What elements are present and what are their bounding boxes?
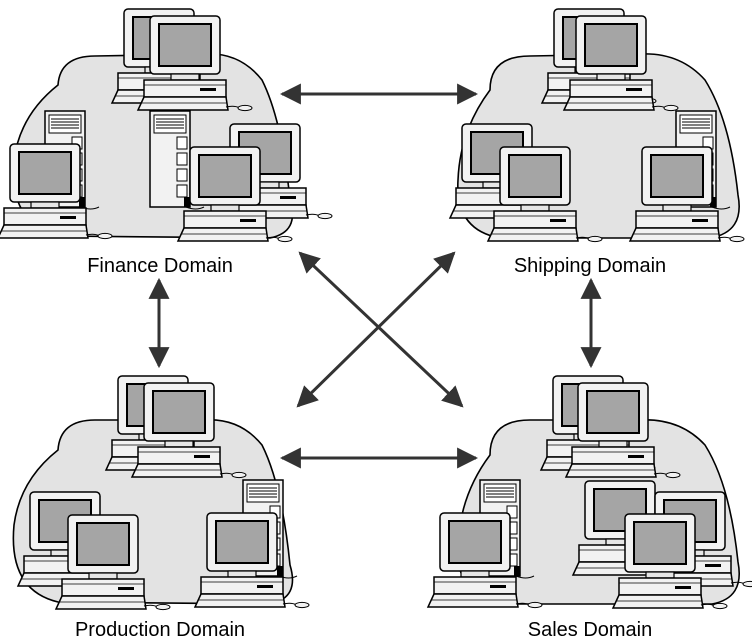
link-shipping-production (296, 251, 456, 408)
domain-sales: Sales Domain (427, 375, 752, 639)
domain-label: Shipping Domain (514, 255, 666, 277)
domain-label: Finance Domain (87, 255, 233, 277)
domain-finance: Finance Domain (0, 8, 333, 277)
desktop-computer-icon (194, 512, 310, 609)
domain-label: Sales Domain (528, 619, 653, 639)
domain-shipping: Shipping Domain (449, 8, 745, 277)
connections (148, 83, 602, 469)
domain-production: Production Domain (12, 375, 310, 639)
link-finance-sales (298, 251, 464, 408)
domain-label: Production Domain (75, 619, 245, 639)
